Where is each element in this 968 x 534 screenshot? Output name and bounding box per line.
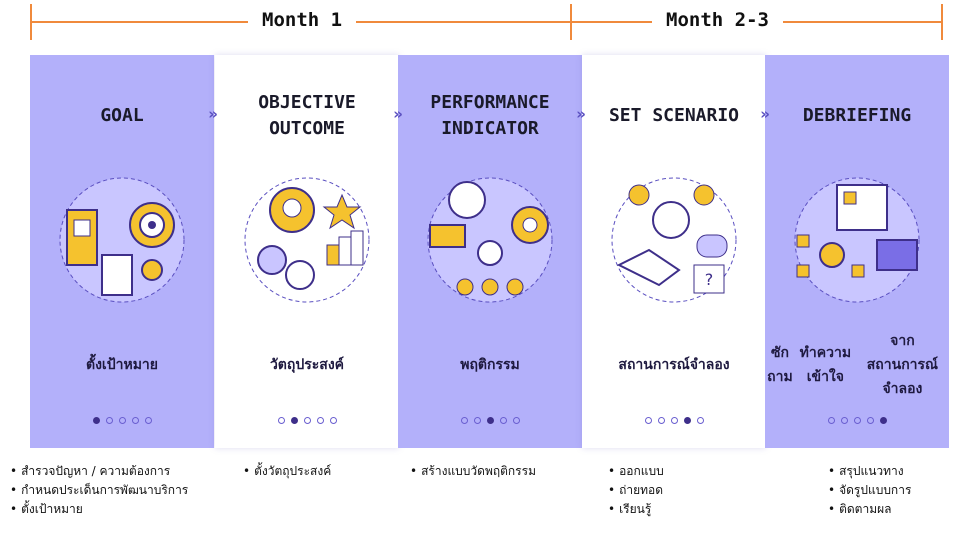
pager-dot[interactable] xyxy=(657,417,665,424)
timeline-tick-start xyxy=(30,4,32,40)
step-1-bullets: สำรวจปัญหา / ความต้องการกำหนดประเด็นการพ… xyxy=(10,462,188,519)
svg-text:?: ? xyxy=(705,270,714,289)
step-4-bullets: ออกแบบถ่ายทอดเรียนรู้ xyxy=(608,462,664,519)
pager-dot[interactable] xyxy=(460,417,468,424)
step-card-5: DEBRIEFING ซักถามทำความเข้าใจ จากสถานการณ… xyxy=(765,55,949,448)
timeline-tick-end xyxy=(941,4,943,40)
step-title: SET SCENARIO xyxy=(608,105,740,126)
step-label: พฤติกรรม xyxy=(398,323,582,407)
month-2-3-label: Month 2-3 xyxy=(652,9,783,31)
step-label: ซักถามทำความเข้าใจ จากสถานการณ์จำลอง xyxy=(765,323,949,407)
step-label: สถานการณ์จำลอง xyxy=(582,323,766,407)
bullet-item: จัดรูปแบบการ xyxy=(828,481,911,500)
pager-dot[interactable] xyxy=(118,417,126,424)
step-label-line: จากสถานการณ์จำลอง xyxy=(866,333,939,397)
step-card-3: PERFORMANCE INDICATOR » พฤติกรรม xyxy=(398,55,586,448)
pager-dot[interactable] xyxy=(696,417,704,424)
step-title: GOAL xyxy=(100,105,144,126)
next-arrow-icon: » xyxy=(208,105,218,123)
pager-dot[interactable] xyxy=(131,417,139,424)
pager-dot[interactable] xyxy=(866,417,874,424)
pager-dot[interactable] xyxy=(683,417,691,424)
step-title: DEBRIEFING xyxy=(802,105,912,126)
step-label-line: ซักถาม xyxy=(767,345,793,385)
pager-dot[interactable] xyxy=(879,417,887,424)
bullet-item: กำหนดประเด็นการพัฒนาบริการ xyxy=(10,481,188,500)
debriefing-cv-icon xyxy=(794,177,920,303)
bullet-item: ตั้งวัตถุประสงค์ xyxy=(243,462,331,481)
month-1-label: Month 1 xyxy=(248,9,357,31)
pager-dot[interactable] xyxy=(303,417,311,424)
step-2-bullets: ตั้งวัตถุประสงค์ xyxy=(243,462,331,481)
step-label-text: สถานการณ์จำลอง xyxy=(618,357,730,373)
pager-dots xyxy=(582,417,766,424)
pager-dot[interactable] xyxy=(499,417,507,424)
bullet-item: ออกแบบ xyxy=(608,462,664,481)
step-label: วัตถุประสงค์ xyxy=(215,323,399,407)
step-label-line: ทำความเข้าใจ xyxy=(799,345,852,385)
objective-podium-icon xyxy=(244,177,370,303)
bullet-item: ตั้งเป้าหมาย xyxy=(10,500,188,519)
pager-dot[interactable] xyxy=(486,417,494,424)
step-label-text: ตั้งเป้าหมาย xyxy=(86,357,158,373)
step-title: PERFORMANCE INDICATOR xyxy=(430,92,550,139)
pager-dot[interactable] xyxy=(670,417,678,424)
step-label: ตั้งเป้าหมาย xyxy=(30,323,214,407)
step-label-text: พฤติกรรม xyxy=(460,357,520,373)
step-5-bullets: สรุปแนวทางจัดรูปแบบการติดตามผล xyxy=(828,462,911,519)
bullet-item: เรียนรู้ xyxy=(608,500,664,519)
step-title: OBJECTIVE OUTCOME xyxy=(258,92,356,139)
pager-dot[interactable] xyxy=(105,417,113,424)
pager-dot[interactable] xyxy=(92,417,100,424)
step-card-2: OBJECTIVE OUTCOME » วัตถุประสงค์ xyxy=(215,55,403,448)
step-card-4: SET SCENARIO » ? สถานการณ์จำลอง xyxy=(582,55,770,448)
next-arrow-icon: » xyxy=(760,105,770,123)
timeline-tick-mid xyxy=(570,4,572,40)
scenario-handshake-icon: ? xyxy=(611,177,737,303)
bullet-item: ถ่ายทอด xyxy=(608,481,664,500)
step-card-1: GOAL » ตั้งเป้าหมาย xyxy=(30,55,218,448)
pager-dots xyxy=(398,417,582,424)
pager-dots xyxy=(765,417,949,424)
step-label-text: วัตถุประสงค์ xyxy=(269,357,345,373)
pager-dot[interactable] xyxy=(840,417,848,424)
timeline-line xyxy=(30,21,943,23)
goal-target-icon xyxy=(59,177,185,303)
pager-dot[interactable] xyxy=(473,417,481,424)
pager-dot[interactable] xyxy=(644,417,652,424)
pager-dot[interactable] xyxy=(827,417,835,424)
pager-dot[interactable] xyxy=(853,417,861,424)
bullet-item: สำรวจปัญหา / ความต้องการ xyxy=(10,462,188,481)
pager-dot[interactable] xyxy=(290,417,298,424)
pager-dot[interactable] xyxy=(316,417,324,424)
bullet-item: สร้างแบบวัดพฤติกรรม xyxy=(410,462,536,481)
next-arrow-icon: » xyxy=(393,105,403,123)
bullet-item: ติดตามผล xyxy=(828,500,911,519)
next-arrow-icon: » xyxy=(576,105,586,123)
step-3-bullets: สร้างแบบวัดพฤติกรรม xyxy=(410,462,536,481)
pager-dots xyxy=(30,417,214,424)
pager-dot[interactable] xyxy=(512,417,520,424)
pager-dots xyxy=(215,417,399,424)
pager-dot[interactable] xyxy=(329,417,337,424)
pager-dot[interactable] xyxy=(144,417,152,424)
bullet-item: สรุปแนวทาง xyxy=(828,462,911,481)
pager-dot[interactable] xyxy=(277,417,285,424)
performance-gear-icon xyxy=(427,177,553,303)
